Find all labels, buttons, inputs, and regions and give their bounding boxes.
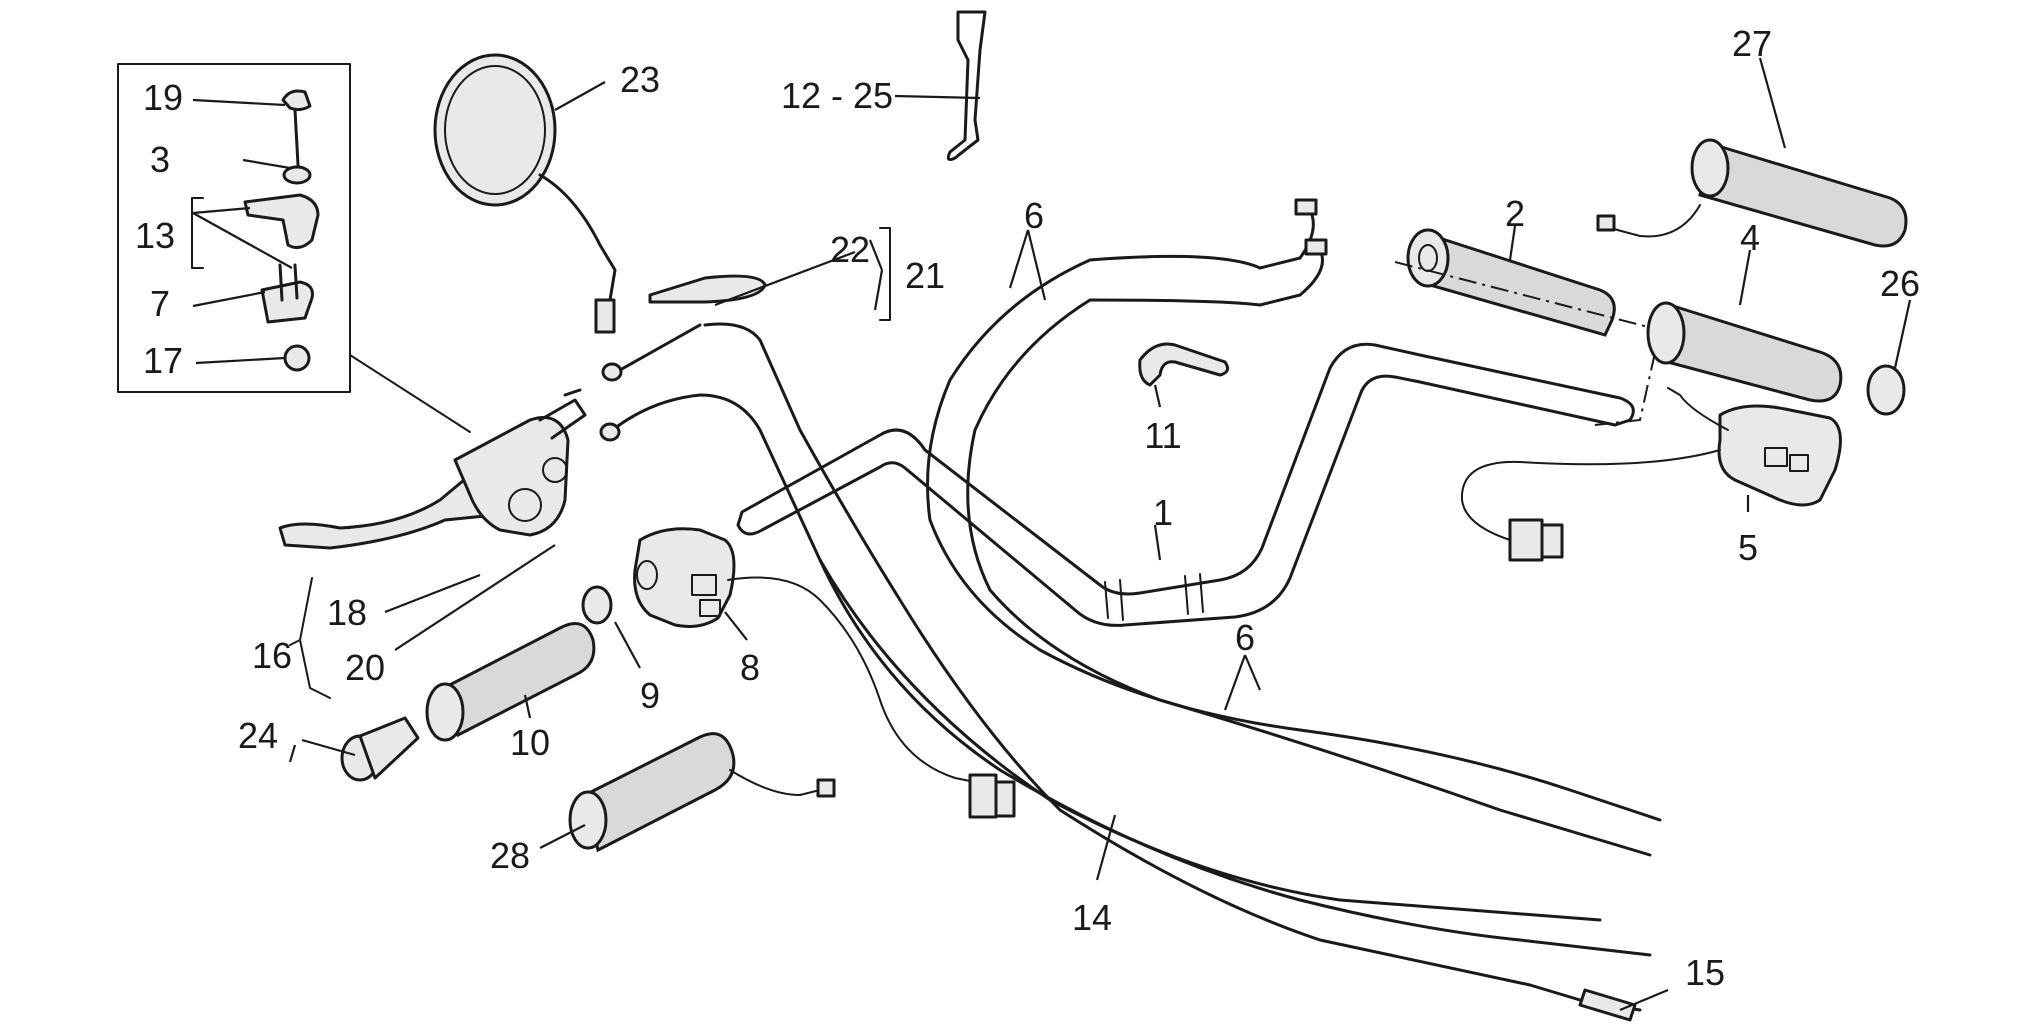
clutch-cable [601, 274, 1642, 1022]
lower-cable [599, 393, 1652, 957]
group-braces [191, 197, 891, 699]
cable-clamp [1138, 342, 1230, 387]
callout-16: 16 [252, 635, 292, 676]
callout-26: 26 [1880, 263, 1920, 304]
end-ring [1866, 364, 1906, 416]
callout-27: 27 [1732, 23, 1772, 64]
left-grip [425, 622, 596, 742]
heated-grip-27 [1596, 138, 1908, 248]
callout-24: 24 [238, 715, 278, 756]
callout-8: 8 [740, 647, 760, 688]
callout-18: 18 [327, 592, 367, 633]
callout-4: 4 [1740, 217, 1760, 258]
wire-bracket [946, 10, 987, 161]
callout-2: 2 [1505, 193, 1525, 234]
callout-12-25: 12 - 25 [781, 75, 893, 116]
inset-parts [243, 89, 320, 372]
inset-leader [349, 354, 471, 433]
callout-3: 3 [150, 139, 170, 180]
bar-end-weight [340, 716, 420, 782]
callout-22: 22 [830, 229, 870, 270]
callout-20: 20 [345, 647, 385, 688]
callout-5: 5 [1738, 527, 1758, 568]
callout-19: 19 [143, 77, 183, 118]
callout-23: 23 [620, 59, 660, 100]
left-switch-housing [633, 527, 1016, 819]
cable-14 [818, 558, 1602, 922]
throttle-cables [926, 198, 1662, 857]
callout-17: 17 [143, 340, 183, 381]
heated-grip-left [568, 732, 836, 853]
grip-axis-line [1394, 261, 1662, 426]
callout-28: 28 [490, 835, 530, 876]
callout-1: 1 [1153, 492, 1173, 533]
handlebar [736, 342, 1635, 627]
callout-11: 11 [1144, 415, 1181, 456]
detail-inset-box [117, 63, 351, 393]
callout-7: 7 [150, 283, 170, 324]
callout-14: 14 [1072, 897, 1112, 938]
mirror [433, 53, 617, 334]
callout-labels: 1 2 3 4 5 6 6 7 8 9 10 11 12 - 25 13 14 … [135, 23, 1920, 993]
heated-grip-right [1646, 301, 1843, 403]
callout-10: 10 [510, 722, 550, 763]
callout-21: 21 [905, 255, 945, 296]
callout-9: 9 [640, 675, 660, 716]
right-throttle-grip [1406, 228, 1616, 337]
callout-13: 13 [135, 215, 175, 256]
leader-lines [192, 57, 1912, 1012]
right-switch-housing [1460, 387, 1842, 562]
callout-6-upper: 6 [1024, 195, 1044, 236]
callout-6-lower: 6 [1235, 617, 1255, 658]
clutch-lever-assembly [278, 388, 587, 550]
callout-15: 15 [1685, 952, 1725, 993]
washer [581, 585, 613, 625]
